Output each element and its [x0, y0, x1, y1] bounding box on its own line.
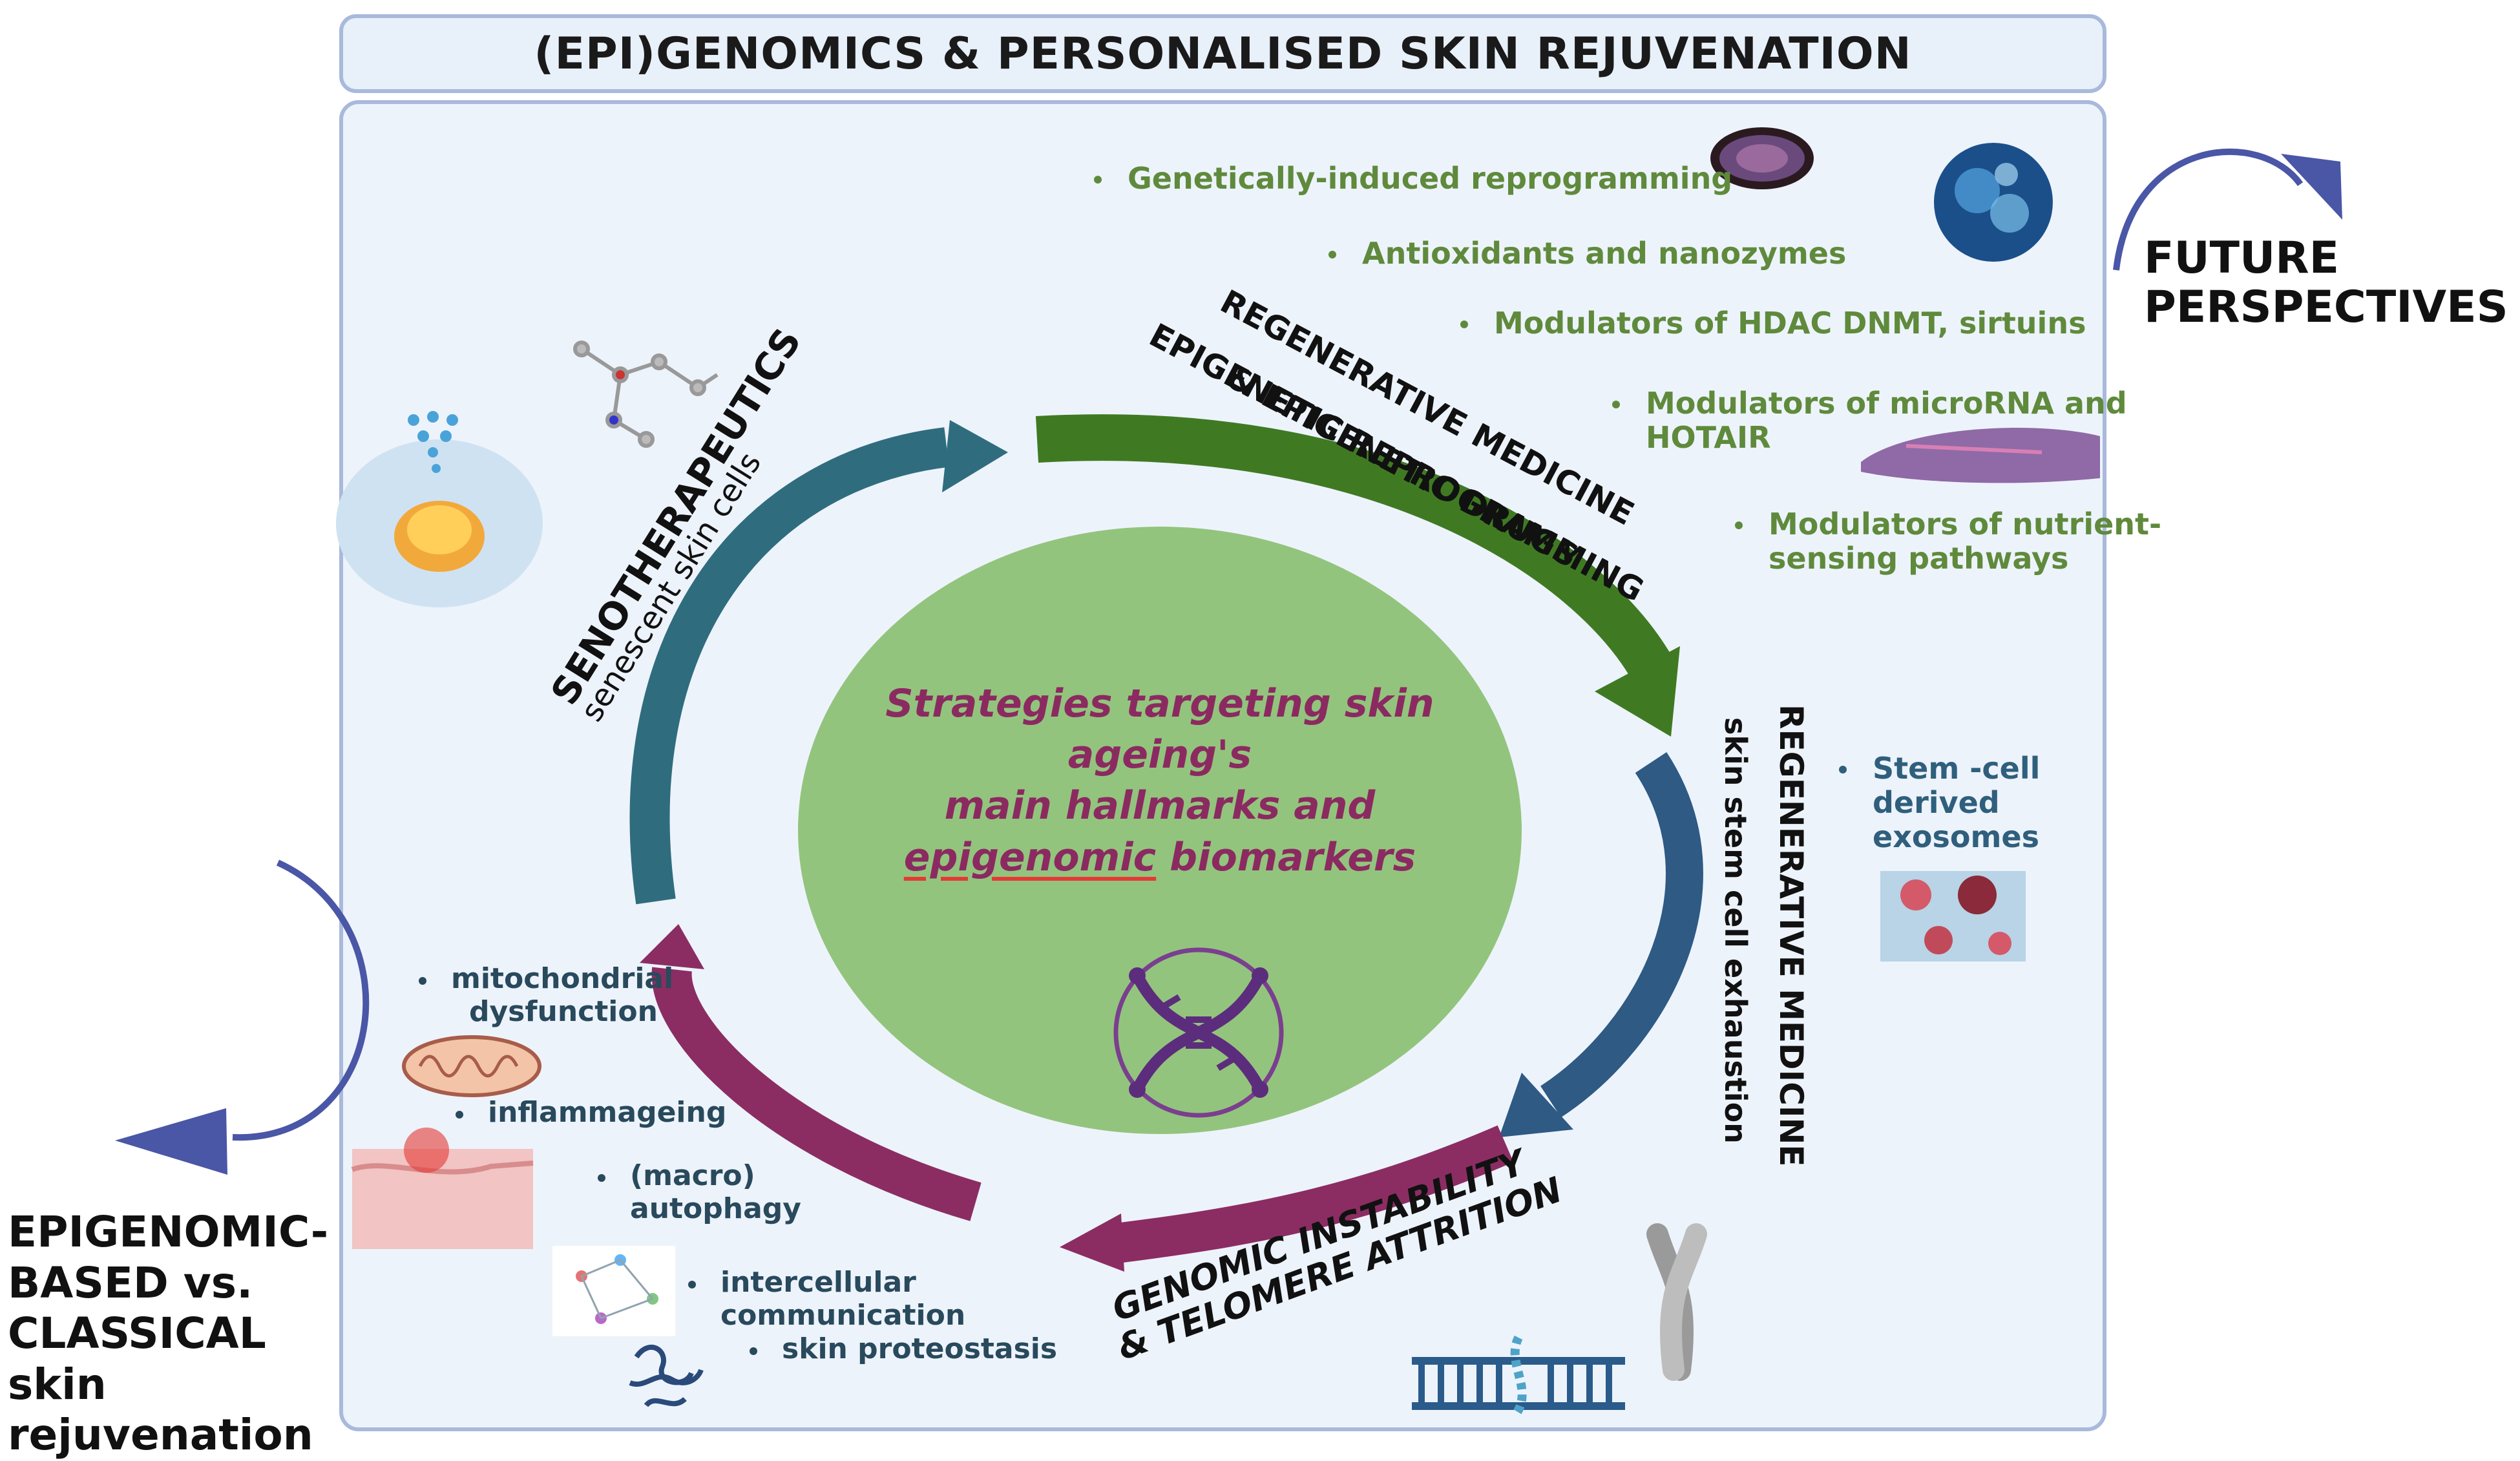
- regen-epigenetic-arrowhead: [1595, 646, 1680, 737]
- regen-epigenetic-arc: [1035, 414, 1675, 684]
- left-item-line: inflammageing: [488, 1096, 727, 1129]
- center-line-3: main hallmarks and: [944, 783, 1376, 829]
- molecule-icon: [573, 341, 719, 448]
- stem-cell-exosomes-item: Stem -cell derived exosomes: [1839, 751, 2041, 854]
- left-item-mitochondrial: mitochondrial dysfunction: [419, 962, 674, 1028]
- future-item-reprogramming: Genetically-induced reprogramming: [1094, 161, 1733, 196]
- tissue-icon: [1861, 428, 2100, 483]
- left-arc: [651, 967, 982, 1221]
- stem-item-line: exosomes: [1873, 819, 2039, 854]
- future-line-1: FUTURE: [2144, 233, 2340, 284]
- epigenomic-underlined-word: epigenomic: [903, 834, 1157, 880]
- title-box: (EPI)GENOMICS & PERSONALISED SKIN REJUVE…: [339, 14, 2106, 93]
- left-item-proteostasis: skin proteostasis: [750, 1332, 1058, 1366]
- future-item-microrna: Modulators of microRNA and HOTAIR: [1612, 386, 2127, 455]
- regen-stem-title: REGENERATIVE MEDICINE: [1772, 704, 1810, 1166]
- future-item-text: HOTAIR: [1646, 419, 1771, 455]
- left-item-autophagy: (macro) autophagy: [598, 1159, 801, 1225]
- future-item-nutrient: Modulators of nutrient- sensing pathways: [1735, 507, 2162, 576]
- senotherapeutics-arrowhead: [942, 420, 1008, 492]
- regen-stem-arc: [1540, 752, 1703, 1118]
- center-text: Strategies targeting skin ageing's main …: [808, 678, 1512, 883]
- epigenomic-line-2: BASED vs.: [8, 1257, 253, 1308]
- senotherapeutics-arc: [629, 427, 949, 905]
- dna-helix-icon: [1113, 947, 1284, 1118]
- bullet-icon: [1735, 521, 1743, 529]
- bullet-icon: [419, 977, 426, 985]
- page-title: (EPI)GENOMICS & PERSONALISED SKIN REJUVE…: [534, 28, 1912, 79]
- regen-stem-arrowhead: [1499, 1073, 1573, 1137]
- bullet-icon: [1839, 766, 1847, 773]
- microscopy-cell-icon: [1710, 127, 1814, 189]
- future-item-text: Antioxidants and nanozymes: [1362, 236, 1847, 271]
- bullet-icon: [456, 1111, 463, 1119]
- bullet-icon: [1612, 401, 1620, 408]
- future-perspectives-label: FUTURE PERSPECTIVES: [2144, 233, 2508, 333]
- epigenomic-line-1: EPIGENOMIC-: [8, 1207, 329, 1257]
- future-item-text: Modulators of microRNA and: [1646, 386, 2127, 421]
- left-item-line: dysfunction: [469, 994, 658, 1028]
- bullet-icon: [1094, 176, 1102, 184]
- center-line-4-rest: biomarkers: [1156, 834, 1416, 880]
- left-item-line: intercellular: [720, 1266, 916, 1299]
- future-curved-arrow: [2113, 149, 2342, 271]
- bullet-icon: [688, 1281, 696, 1288]
- chromosome-icon: [1646, 1223, 1707, 1381]
- future-item-hdac: Modulators of HDAC DNMT, sirtuins: [1460, 306, 2086, 341]
- bullet-icon: [1460, 321, 1468, 328]
- epigenomic-line-3: CLASSICAL: [8, 1309, 266, 1359]
- left-item-inflammageing: inflammageing: [456, 1096, 727, 1130]
- telomere-dna-icon: [1412, 1335, 1625, 1418]
- stem-item-line: derived: [1873, 784, 2000, 820]
- left-item-line: (macro): [630, 1159, 755, 1192]
- genomic-arrowhead: [1060, 1214, 1124, 1272]
- stem-item-line: Stem -cell: [1873, 751, 2041, 786]
- skin-layer-icon: [351, 1128, 534, 1249]
- regen-stem-subtitle: skin stem cell exhaustion: [1718, 717, 1753, 1144]
- genomic-arc: [1109, 1125, 1514, 1264]
- left-item-line: skin proteostasis: [782, 1332, 1058, 1365]
- cycle-ring: [629, 414, 1703, 1272]
- left-item-intercellular: intercellular communication: [688, 1266, 966, 1332]
- epigenomic-line-5: rejuvenation: [8, 1410, 313, 1460]
- left-item-line: autophagy: [630, 1192, 801, 1225]
- cell-network-icon: [552, 1246, 675, 1336]
- future-item-text: Modulators of HDAC DNMT, sirtuins: [1494, 306, 2086, 341]
- nanoparticle-icon: [1934, 143, 2053, 262]
- center-circle: [798, 527, 1522, 1134]
- future-item-text: Modulators of nutrient-: [1769, 507, 2162, 541]
- senescent-cell-icon: [336, 411, 543, 607]
- left-item-line: mitochondrial: [451, 962, 674, 995]
- epigenomic-vs-classical-label: EPIGENOMIC- BASED vs. CLASSICAL skin rej…: [8, 1207, 328, 1461]
- bullet-icon: [750, 1347, 757, 1355]
- left-item-line: communication: [720, 1298, 966, 1332]
- center-line-1: Strategies targeting skin: [885, 681, 1434, 726]
- epigenomic-curved-arrow: [115, 859, 370, 1175]
- future-line-2: PERSPECTIVES: [2144, 282, 2508, 333]
- bullet-icon: [1328, 251, 1336, 258]
- protein-aggregate-icon: [629, 1345, 704, 1407]
- mitochondria-icon: [402, 1035, 541, 1097]
- bullet-icon: [598, 1174, 605, 1182]
- future-item-antioxidants: Antioxidants and nanozymes: [1328, 236, 1847, 271]
- center-line-4: epigenomic biomarkers: [808, 832, 1512, 883]
- center-line-2: ageing's: [1067, 732, 1252, 778]
- future-item-text: sensing pathways: [1769, 540, 2069, 576]
- left-arrowhead: [640, 924, 704, 969]
- future-item-text: Genetically-induced reprogramming: [1128, 161, 1733, 196]
- stem-cell-exosome-icon: [1880, 871, 2026, 962]
- epigenomic-line-4: skin: [8, 1359, 107, 1409]
